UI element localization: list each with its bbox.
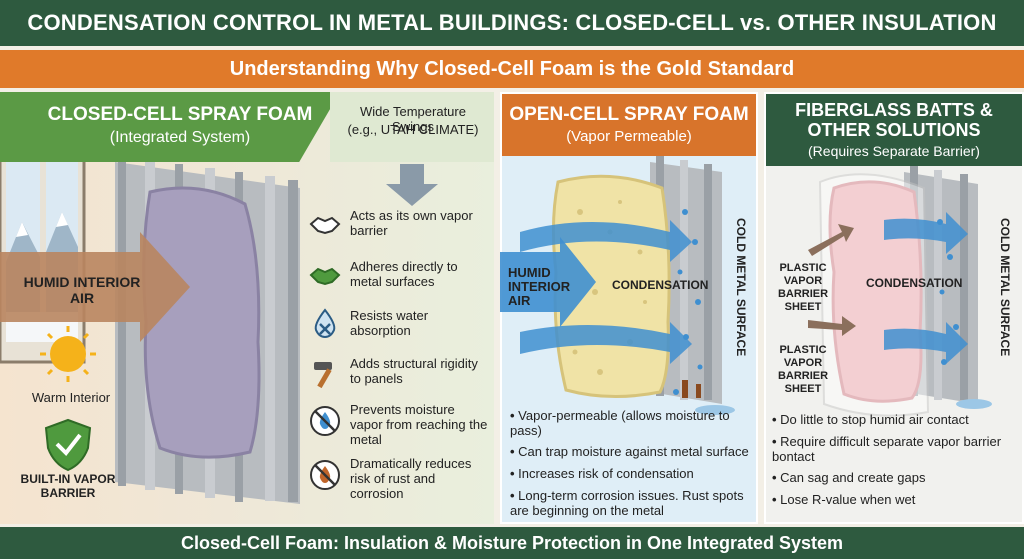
feature-text: Prevents moisture vapor from reaching th… bbox=[350, 402, 488, 447]
humid-air-arrow bbox=[520, 322, 692, 364]
list-item: Can trap moisture against metal surface bbox=[510, 444, 750, 459]
closed-cell-subtitle: (Integrated System) bbox=[109, 129, 251, 146]
cold-metal-label: COLD METAL SURFACE bbox=[734, 218, 748, 357]
plastic-sheet-label: PLASTIC VAPOR BARRIER SHEET bbox=[777, 344, 829, 395]
sun-icon bbox=[40, 326, 96, 382]
open-cell-title: OPEN-CELL SPRAY FOAM bbox=[509, 104, 749, 125]
condensation-label: CONDENSATION bbox=[866, 276, 963, 290]
list-item: Can sag and create gaps bbox=[772, 470, 1016, 485]
down-arrow bbox=[386, 164, 438, 206]
subtitle-banner bbox=[0, 50, 1024, 88]
fiberglass-title-line2: OTHER SOLUTIONS bbox=[807, 120, 981, 140]
fiberglass-title-line1: FIBERGLASS BATTS & bbox=[795, 100, 993, 120]
humid-air-label: HUMID INTERIOR AIR bbox=[23, 274, 141, 306]
feature-text: Resists water absorption bbox=[350, 308, 429, 338]
list-item: Do little to stop humid air contact bbox=[772, 412, 1016, 427]
humid-air-label: HUMID INTERIOR AIR bbox=[508, 265, 571, 308]
built-in-barrier-label: BUILT-IN VAPOR BARRIER bbox=[20, 472, 116, 500]
closed-cell-title: CLOSED-CELL SPRAY FOAM bbox=[47, 104, 313, 125]
pointer-arrow bbox=[808, 316, 856, 336]
closed-cell-illustration bbox=[0, 150, 438, 504]
fiberglass-illustration bbox=[808, 166, 992, 417]
page-title: CONDENSATION CONTROL IN METAL BUILDINGS:… bbox=[27, 10, 997, 35]
warm-interior-label: Warm Interior bbox=[31, 390, 111, 405]
climate-note-line1: Wide Temperature Swings bbox=[360, 104, 466, 134]
humid-air-arrow bbox=[884, 322, 968, 364]
plastic-sheet bbox=[818, 173, 930, 417]
closed-cell-header bbox=[0, 92, 340, 162]
no-rust-icon bbox=[310, 460, 340, 490]
water-drop-x-icon bbox=[314, 308, 336, 339]
feature-text: Dramatically reduces risk of rust and co… bbox=[350, 456, 472, 501]
shield-check-icon bbox=[44, 418, 92, 472]
handshake-icon bbox=[309, 216, 341, 235]
closed-cell-foam bbox=[142, 186, 261, 459]
page-subtitle: Understanding Why Closed-Cell Foam is th… bbox=[229, 58, 795, 80]
footer-banner bbox=[0, 527, 1024, 559]
open-cell-header bbox=[502, 94, 756, 156]
hammer-icon bbox=[314, 362, 332, 389]
pointer-arrow bbox=[808, 224, 854, 256]
condensation-label: CONDENSATION bbox=[612, 278, 709, 292]
humid-air-arrow bbox=[884, 212, 968, 254]
footer-text: Closed-Cell Foam: Insulation & Moisture … bbox=[180, 533, 844, 553]
feature-text: Adheres directly to metal surfaces bbox=[350, 259, 458, 289]
feature-text: Acts as its own vapor barrier bbox=[350, 208, 473, 238]
list-item: Require difficult separate vapor barrier… bbox=[772, 434, 1016, 464]
list-item: Increases risk of condensation bbox=[510, 466, 750, 481]
list-item: Vapor-permeable (allows moisture to pass… bbox=[510, 408, 750, 438]
climate-note-line2: (e.g., UTAH CLIMATE) bbox=[347, 122, 479, 137]
no-drop-icon bbox=[310, 406, 340, 436]
title-banner bbox=[0, 0, 1024, 46]
feature-text: Adds structural rigidity to panels bbox=[350, 356, 478, 386]
cold-metal-label: COLD METAL SURFACE bbox=[998, 218, 1012, 357]
list-item: Lose R-value when wet bbox=[772, 492, 1016, 507]
handshake-green-icon bbox=[309, 267, 341, 286]
plastic-sheet-label: PLASTIC VAPOR BARRIER SHEET bbox=[777, 262, 829, 313]
climate-note-box bbox=[330, 92, 494, 162]
open-cell-subtitle: (Vapor Permeable) bbox=[566, 128, 692, 145]
open-cell-illustration bbox=[500, 156, 735, 415]
fiberglass-header bbox=[766, 94, 1022, 166]
humid-air-arrow bbox=[520, 220, 692, 262]
humid-air-arrow bbox=[0, 232, 190, 342]
fiberglass-subtitle: (Requires Separate Barrier) bbox=[808, 143, 980, 159]
humid-air-arrow bbox=[500, 237, 596, 327]
list-item: Long-term corrosion issues. Rust spots a… bbox=[510, 488, 750, 518]
